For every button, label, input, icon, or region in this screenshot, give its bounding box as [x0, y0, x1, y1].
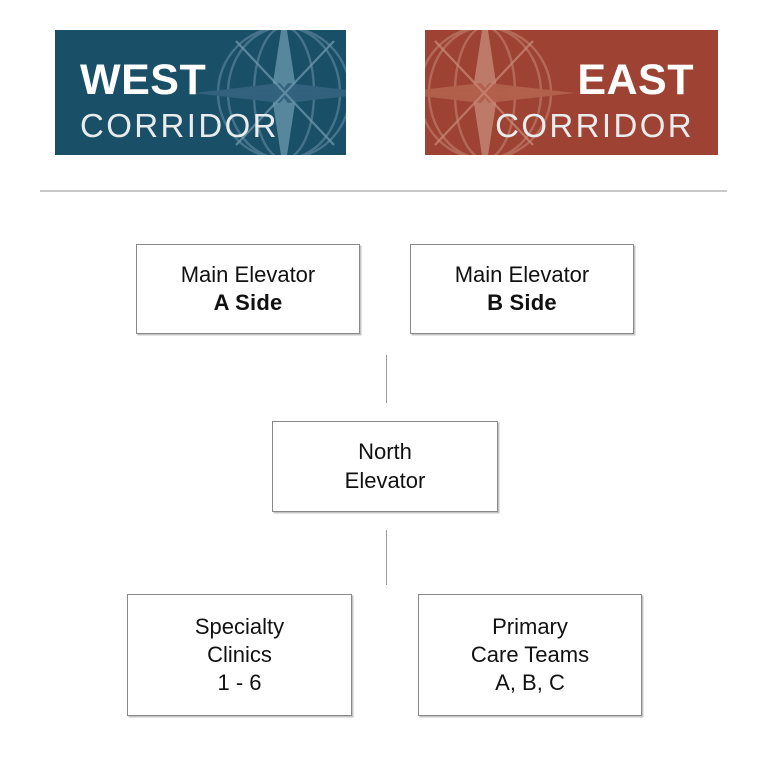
- node-specialty-clinics-line2: Clinics: [207, 641, 272, 667]
- banner-west-secondary-label: CORRIDOR: [80, 107, 279, 144]
- connector-main-to-north: [386, 355, 387, 403]
- node-main-elevator-b-side: Main Elevator B Side: [410, 244, 634, 334]
- banner-east-primary-label: EAST: [577, 56, 694, 104]
- node-north-elevator: North Elevator: [272, 421, 498, 512]
- node-main-elevator-a-line1: Main Elevator: [180, 261, 316, 287]
- node-primary-care-teams: Primary Care Teams A, B, C: [418, 594, 642, 716]
- node-main-elevator-a-side: Main Elevator A Side: [136, 244, 360, 334]
- node-specialty-clinics-line1: Specialty: [194, 613, 285, 639]
- banner-east-text: EAST CORRIDOR: [495, 56, 694, 144]
- node-primary-care-line3: A, B, C: [495, 670, 565, 696]
- node-primary-care-line2: Care Teams: [470, 641, 590, 667]
- banner-west-primary-label: WEST: [80, 56, 207, 104]
- node-primary-care-line1: Primary: [492, 613, 568, 639]
- section-divider: [40, 190, 727, 192]
- node-specialty-clinics-line3: 1 - 6: [217, 670, 262, 696]
- node-specialty-clinics: Specialty Clinics 1 - 6: [127, 594, 352, 716]
- banner-west-text: WEST CORRIDOR: [80, 56, 279, 144]
- banner-west-corridor: WEST CORRIDOR: [55, 30, 346, 155]
- connector-north-to-clinics: [386, 530, 387, 585]
- banner-east-secondary-label: CORRIDOR: [495, 107, 694, 144]
- node-main-elevator-b-line2: B Side: [487, 290, 557, 315]
- banner-east-corridor: EAST CORRIDOR: [425, 30, 718, 155]
- node-main-elevator-b-line1: Main Elevator: [454, 261, 590, 287]
- node-north-elevator-line1: North: [358, 439, 412, 465]
- node-main-elevator-a-line2: A Side: [213, 290, 283, 315]
- node-north-elevator-line2: Elevator: [344, 467, 426, 493]
